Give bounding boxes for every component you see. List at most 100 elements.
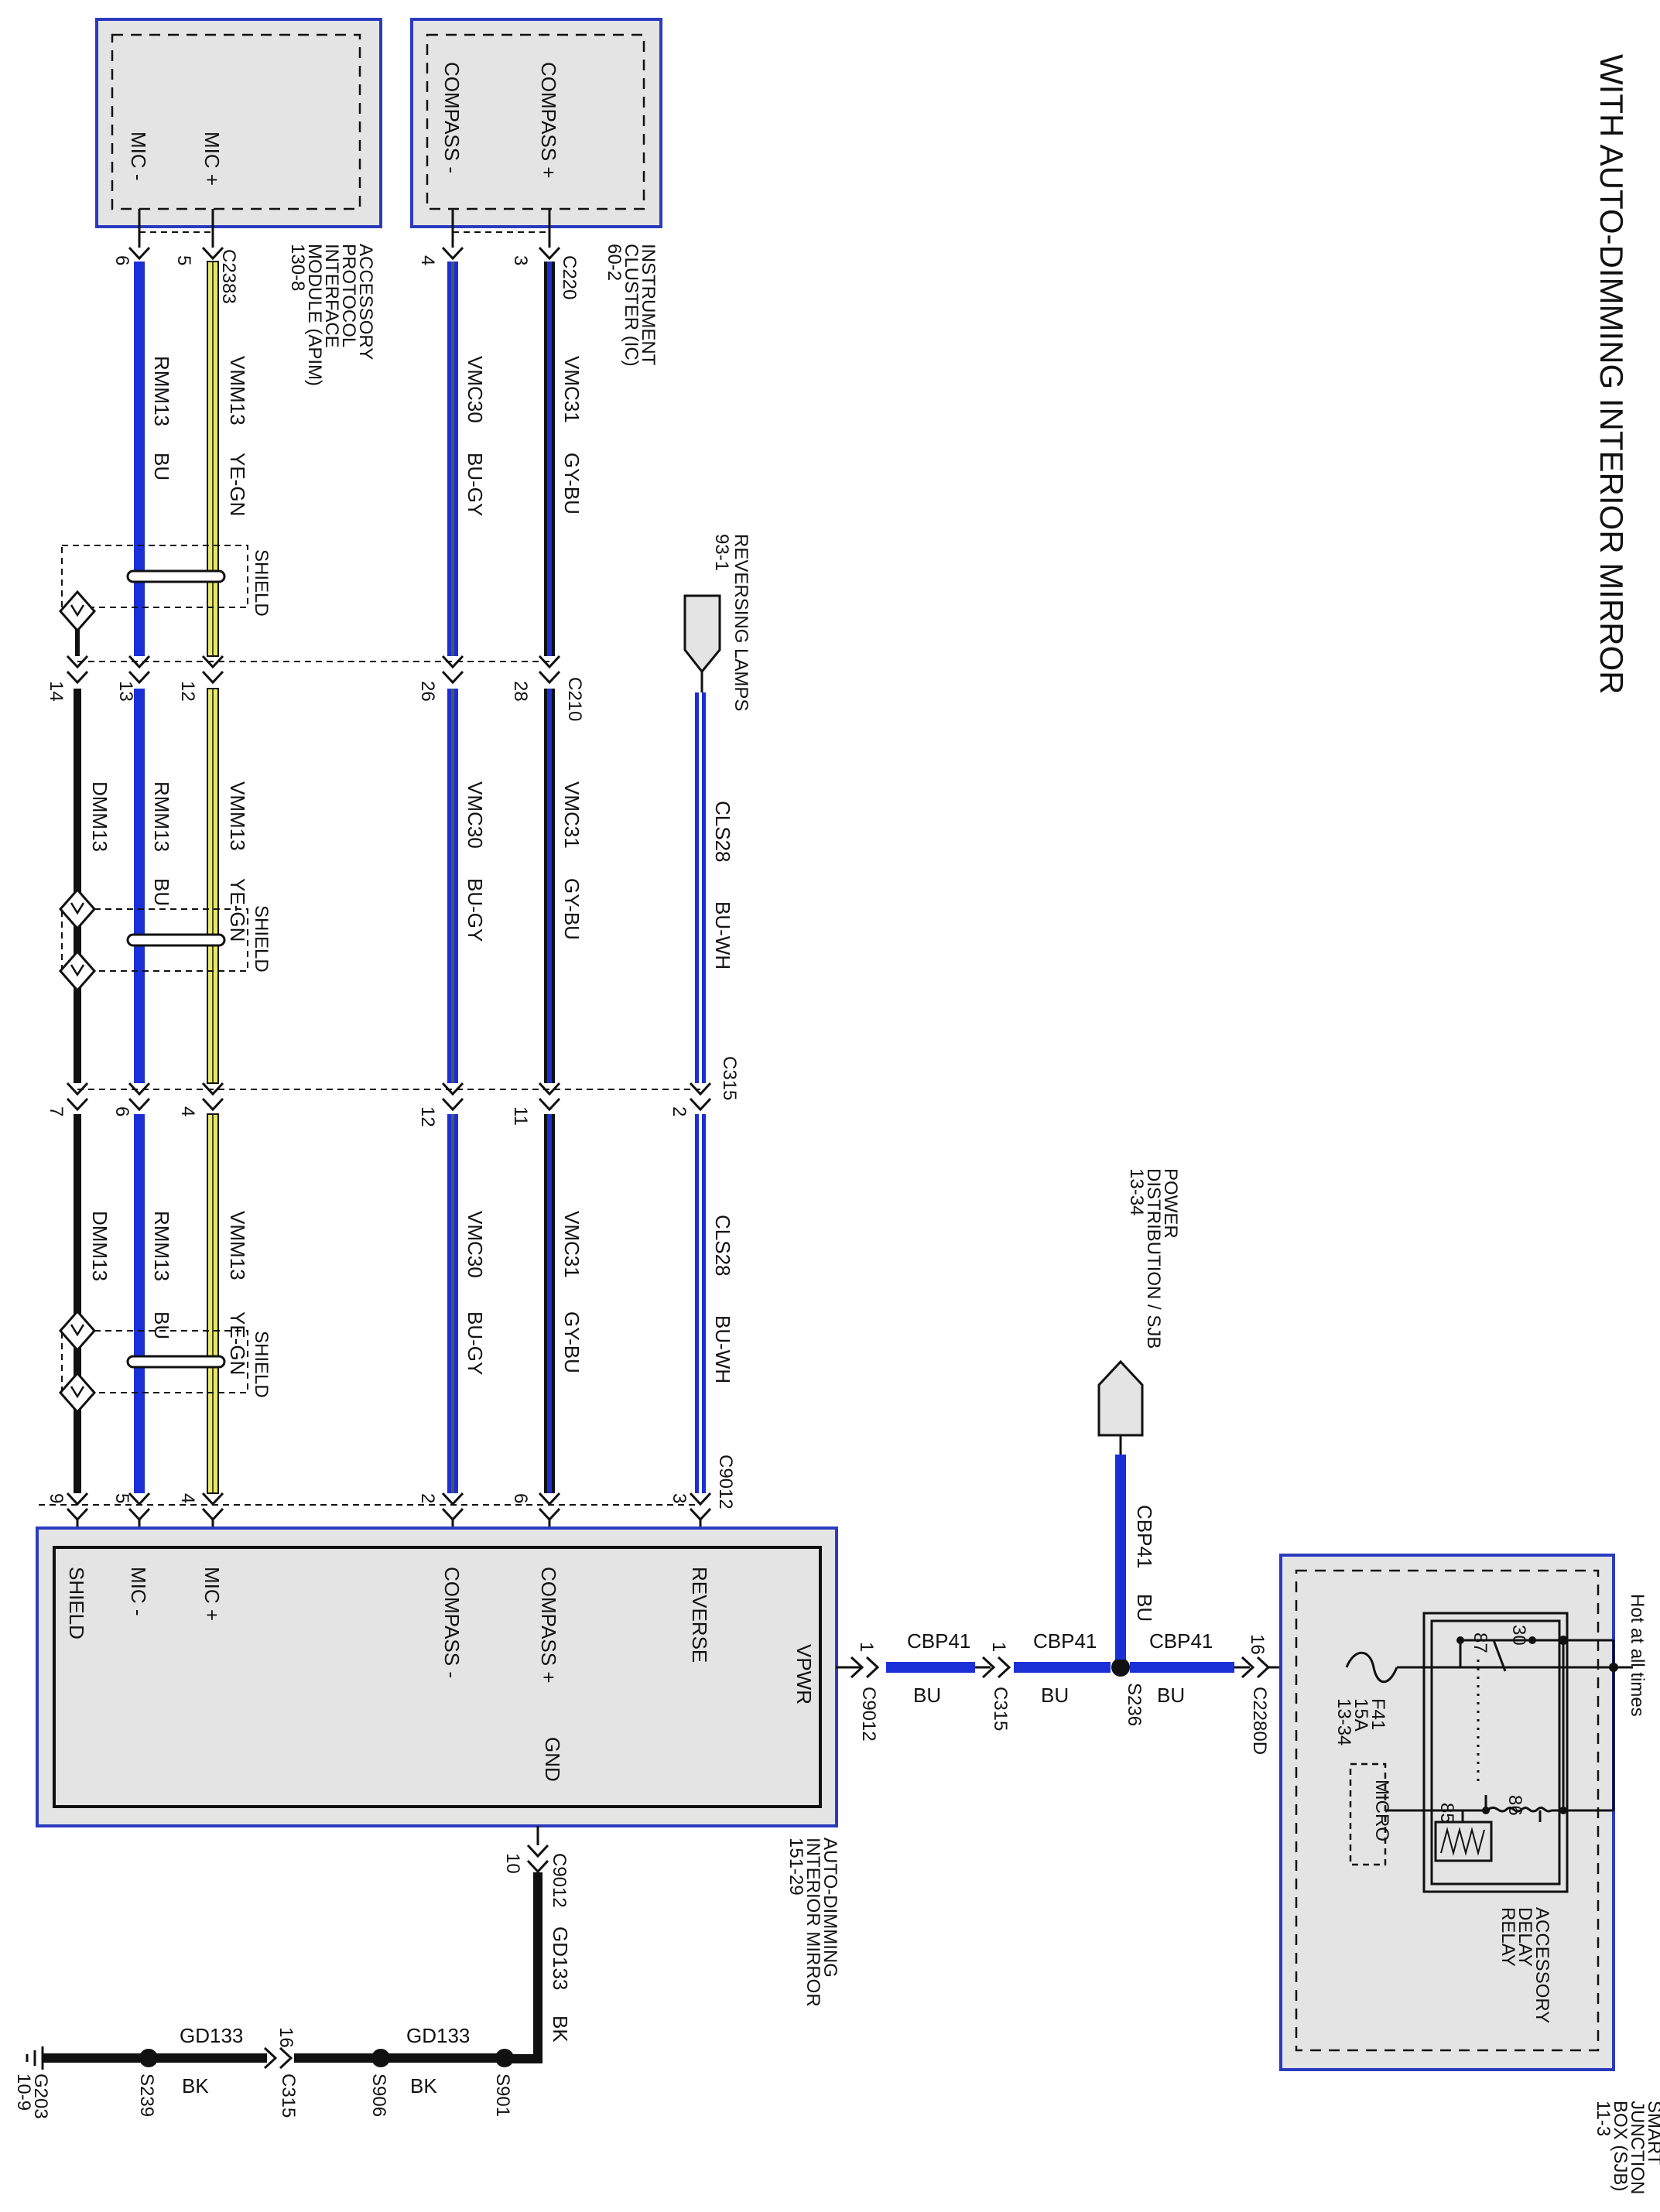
apim-pin-mic-plus: MIC + xyxy=(200,132,224,186)
svg-text:CBP41: CBP41 xyxy=(1033,1629,1097,1653)
svg-text:VMM13: VMM13 xyxy=(226,1211,249,1280)
svg-text:C315: C315 xyxy=(278,2074,299,2118)
svg-text:GD133: GD133 xyxy=(180,2024,243,2047)
svg-text:S239: S239 xyxy=(136,2074,157,2117)
ic-pin-compass-minus: COMPASS - xyxy=(440,62,464,173)
svg-text:BK: BK xyxy=(182,2074,209,2097)
svg-text:4: 4 xyxy=(177,1106,198,1116)
svg-text:YE-GN: YE-GN xyxy=(226,453,249,516)
svg-text:BU: BU xyxy=(913,1684,941,1707)
svg-text:BU: BU xyxy=(1133,1594,1156,1622)
connector-arrows-top xyxy=(128,246,561,261)
svg-text:151-29: 151-29 xyxy=(786,1838,806,1896)
svg-text:VMC30: VMC30 xyxy=(464,781,487,849)
svg-text:9: 9 xyxy=(46,1493,67,1503)
apim-pin-number: 5 xyxy=(173,255,194,265)
svg-text:INTERFACE: INTERFACE xyxy=(321,244,342,348)
svg-text:BU: BU xyxy=(1157,1684,1185,1707)
svg-text:S901: S901 xyxy=(492,2074,513,2117)
mirror-pin-gnd: GND xyxy=(541,1737,564,1782)
svg-text:87: 87 xyxy=(1470,1633,1491,1653)
apim-pin-number: 6 xyxy=(111,255,132,265)
svg-text:INTERIOR MIRROR: INTERIOR MIRROR xyxy=(803,1838,823,2007)
svg-text:BK: BK xyxy=(549,2015,572,2043)
mirror-label: AUTO-DIMMING INTERIOR MIRROR 151-29 xyxy=(786,1838,840,2007)
relay-label: ACCESSORY DELAY RELAY xyxy=(1497,1907,1552,2023)
svg-text:GD133: GD133 xyxy=(549,1927,572,1990)
svg-text:VMC31: VMC31 xyxy=(560,356,584,423)
svg-text:CLS28: CLS28 xyxy=(711,1215,734,1277)
wire-vmm13 xyxy=(207,261,219,1494)
svg-text:10-9: 10-9 xyxy=(13,2074,34,2111)
svg-text:13-34: 13-34 xyxy=(1126,1168,1147,1215)
svg-text:RELAY: RELAY xyxy=(1497,1907,1518,1967)
connector-c9012: C9012 3 6 2 4 5 9 xyxy=(39,1455,736,1522)
connector-c210: C210 28 26 12 13 14 xyxy=(46,655,585,721)
svg-text:GD133: GD133 xyxy=(406,2024,470,2047)
svg-text:CLUSTER (IC): CLUSTER (IC) xyxy=(621,244,642,367)
wire-vmc30 xyxy=(447,262,458,1493)
svg-text:14: 14 xyxy=(46,681,67,702)
hot-at-all-times: Hot at all times xyxy=(1627,1594,1648,1717)
shield-3: SHIELD xyxy=(59,1309,272,1414)
svg-text:BK: BK xyxy=(410,2074,437,2097)
svg-text:GY-BU: GY-BU xyxy=(560,878,584,940)
svg-text:16: 16 xyxy=(276,2027,296,2048)
svg-text:6: 6 xyxy=(111,1106,132,1116)
accessory-delay-relay xyxy=(1422,1612,1569,1893)
shield-1: SHIELD xyxy=(59,545,272,633)
svg-text:3: 3 xyxy=(669,1493,690,1503)
wire-cls28 xyxy=(695,692,706,1493)
svg-text:C9012: C9012 xyxy=(715,1455,736,1509)
svg-text:BU: BU xyxy=(150,878,173,906)
mirror-pin-mic-minus: MIC - xyxy=(127,1567,150,1616)
apim-module: MIC + MIC - ACCESSORY PROTOCOL INTERFACE… xyxy=(95,18,382,386)
svg-text:VMM13: VMM13 xyxy=(226,781,249,851)
svg-text:11-3: 11-3 xyxy=(1593,2101,1614,2136)
svg-text:1: 1 xyxy=(988,1642,1009,1652)
svg-text:DMM13: DMM13 xyxy=(88,781,111,852)
svg-text:30: 30 xyxy=(1508,1625,1529,1646)
wire-vmc31 xyxy=(544,262,555,1493)
svg-text:YE-GN: YE-GN xyxy=(226,1311,249,1375)
mirror-pin-mic-plus: MIC + xyxy=(200,1567,224,1621)
apim-label: ACCESSORY PROTOCOL INTERFACE MODULE (API… xyxy=(287,244,376,386)
svg-text:POWER: POWER xyxy=(1160,1168,1181,1239)
svg-text:93-1: 93-1 xyxy=(711,534,732,571)
svg-text:PROTOCOL: PROTOCOL xyxy=(338,244,359,347)
svg-text:C210: C210 xyxy=(564,677,585,721)
mirror-pin-shield: SHIELD xyxy=(65,1567,88,1639)
sjb-label: SMART JUNCTION BOX (SJB) 11-3 xyxy=(1593,2101,1660,2194)
svg-text:BU-WH: BU-WH xyxy=(711,901,734,969)
svg-text:4: 4 xyxy=(177,1493,198,1503)
svg-text:DELAY: DELAY xyxy=(1515,1907,1535,1967)
svg-text:S236: S236 xyxy=(1124,1683,1145,1726)
svg-text:BU: BU xyxy=(150,453,173,480)
svg-text:AUTO-DIMMING: AUTO-DIMMING xyxy=(820,1838,840,1978)
svg-text:16: 16 xyxy=(1247,1634,1268,1655)
svg-text:VMC31: VMC31 xyxy=(560,781,584,849)
svg-text:60-2: 60-2 xyxy=(604,244,625,281)
svg-text:2: 2 xyxy=(669,1106,690,1116)
svg-text:CLS28: CLS28 xyxy=(711,801,734,863)
connector-c315: C315 2 11 12 4 6 7 xyxy=(46,1056,740,1127)
svg-text:CBP41: CBP41 xyxy=(1133,1505,1156,1568)
ic-pin-number: 3 xyxy=(510,255,531,265)
svg-text:YE-GN: YE-GN xyxy=(226,878,249,942)
svg-text:SMART: SMART xyxy=(1644,2101,1660,2166)
svg-text:C315: C315 xyxy=(990,1687,1011,1731)
svg-text:10: 10 xyxy=(502,1853,523,1874)
svg-text:BU: BU xyxy=(150,1311,173,1339)
svg-text:BU-GY: BU-GY xyxy=(464,1311,487,1375)
svg-text:BU-GY: BU-GY xyxy=(464,453,487,516)
svg-text:13: 13 xyxy=(115,681,136,702)
svg-text:2: 2 xyxy=(417,1493,438,1503)
wire-dmm13 xyxy=(74,619,81,1493)
svg-text:VMC30: VMC30 xyxy=(464,356,487,423)
wire-labels-seg1: VMC31 GY-BU VMC30 BU-GY VMM13 YE-GN RMM1… xyxy=(150,356,584,516)
svg-text:5: 5 xyxy=(111,1493,132,1503)
svg-text:C315: C315 xyxy=(719,1056,740,1100)
svg-text:ACCESSORY: ACCESSORY xyxy=(355,244,376,360)
ic-connector: C220 xyxy=(559,255,580,299)
